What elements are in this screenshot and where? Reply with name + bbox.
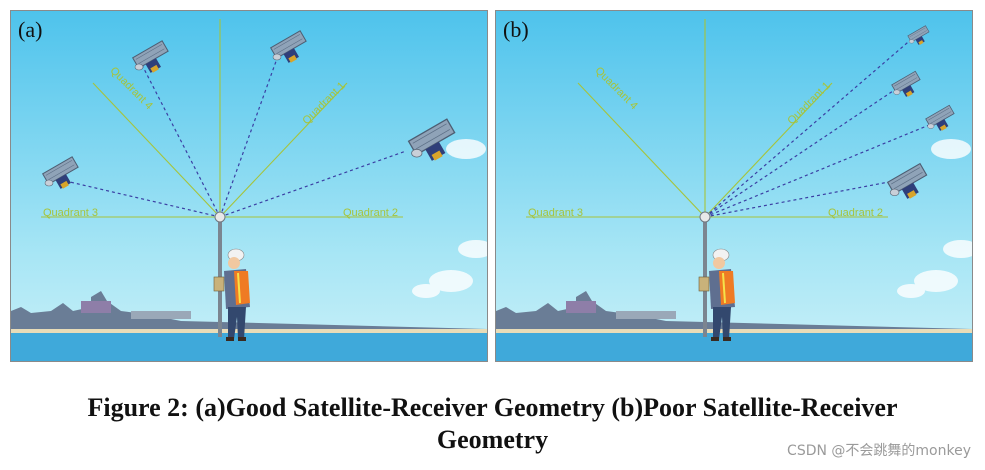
quadrant-3-label: Quadrant 3 bbox=[43, 207, 98, 219]
panel-a: Quadrant 1 Quadrant 2 Quadrant 3 Quadran… bbox=[10, 10, 488, 362]
quadrant-2-label: Quadrant 2 bbox=[343, 207, 398, 219]
panel-b-label: (b) bbox=[503, 17, 529, 43]
quadrant-3-label: Quadrant 3 bbox=[528, 207, 583, 219]
shore bbox=[11, 329, 487, 333]
figure-caption-line-1: Figure 2: (a)Good Satellite-Receiver Geo… bbox=[0, 392, 985, 424]
sea bbox=[11, 329, 487, 361]
quadrant-2-label: Quadrant 2 bbox=[828, 207, 883, 219]
watermark: CSDN @不会跳舞的monkey bbox=[787, 440, 971, 460]
shore bbox=[496, 329, 972, 333]
panel-a-label: (a) bbox=[18, 17, 42, 43]
sea bbox=[496, 329, 972, 361]
panel-b: Quadrant 1 Quadrant 2 Quadrant 3 Quadran… bbox=[495, 10, 973, 362]
